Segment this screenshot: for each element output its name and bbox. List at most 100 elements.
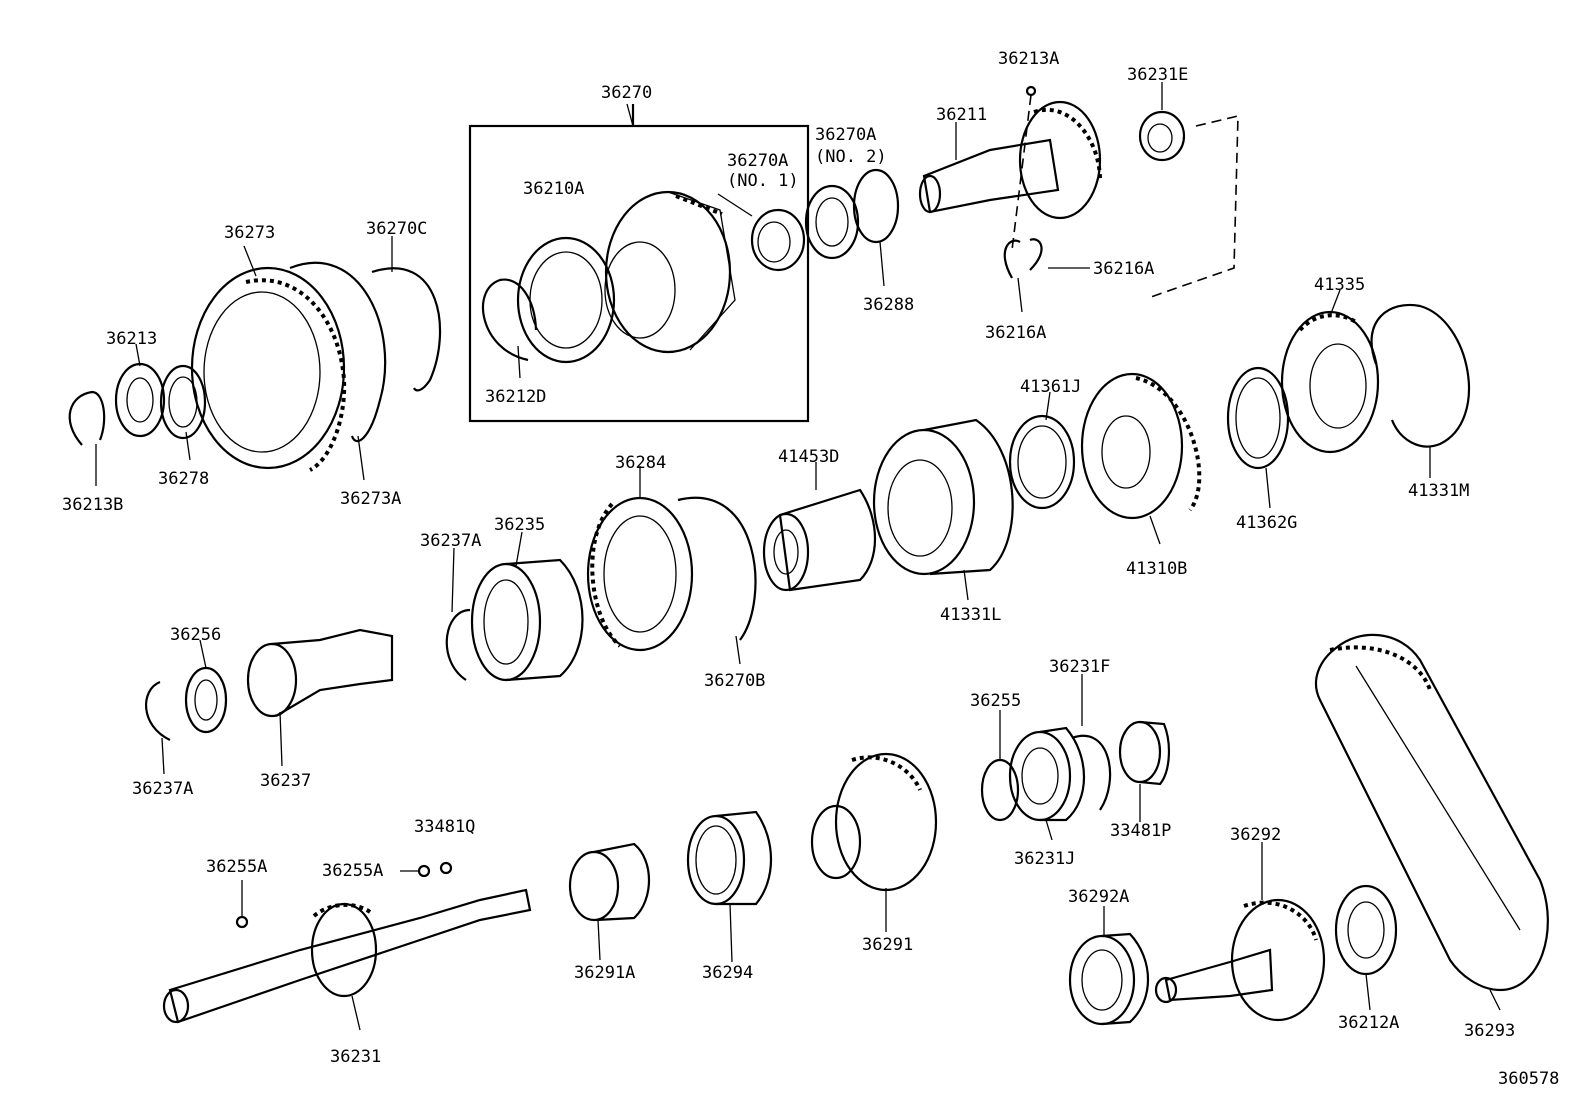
label-41310B: 41310B (1126, 559, 1187, 579)
label-36270C: 36270C (366, 219, 427, 239)
label-36291: 36291 (862, 935, 913, 955)
snap-ring-41331M (1370, 303, 1471, 448)
label-36237: 36237 (260, 771, 311, 791)
washer-36255 (980, 758, 1020, 822)
snap-ring-36270C (371, 267, 442, 392)
snap-ring-36237A-upper (445, 608, 471, 681)
label-36213: 36213 (106, 329, 157, 349)
label-36278: 36278 (158, 469, 209, 489)
planetary-assembly-group (468, 104, 810, 423)
sleeve-33481P (1118, 720, 1162, 784)
label-36235: 36235 (494, 515, 545, 535)
bearing-36270A-no2 (804, 184, 860, 260)
bearing-36212A (1334, 884, 1398, 976)
label-36288: 36288 (863, 295, 914, 315)
ball-36255A-a (235, 915, 249, 929)
needle-bearing-36270A-no1 (750, 208, 806, 272)
label-36213B: 36213B (62, 495, 123, 515)
part-labels: 36270 36213A 36231E 36211 36270A (NO. 2)… (62, 49, 1559, 1089)
washer-36278 (159, 364, 207, 440)
label-36231F: 36231F (1049, 657, 1110, 677)
sleeve-36237 (246, 642, 298, 718)
washer-36256 (184, 666, 228, 734)
gear-36291 (810, 804, 862, 880)
label-36213A: 36213A (998, 49, 1059, 69)
label-36210A: 36210A (523, 179, 584, 199)
lower-right-group (1068, 633, 1549, 1026)
label-36270A-no2-sub: (NO. 2) (815, 147, 887, 167)
washer-41362G (1226, 366, 1290, 470)
assembly-box (468, 124, 810, 423)
chain-36293 (1315, 633, 1549, 992)
label-36211: 36211 (936, 105, 987, 125)
shaft-36211 (922, 138, 1060, 214)
bearing-36231J (1008, 730, 1072, 822)
clip-36216A-a (1003, 239, 1021, 279)
label-36231E: 36231E (1127, 65, 1188, 85)
label-33481P: 33481P (1110, 821, 1171, 841)
snap-ring-36270B (677, 496, 757, 641)
washer-41361J (1008, 414, 1076, 510)
label-36292A: 36292A (1068, 887, 1129, 907)
label-36212A: 36212A (1338, 1013, 1399, 1033)
washer-36288 (852, 168, 900, 244)
drum-group (68, 261, 442, 472)
ring-36210A (516, 236, 616, 364)
label-36256: 36256 (170, 625, 221, 645)
hub-41453D (778, 488, 876, 592)
sprocket-shaft-36292 (1164, 948, 1274, 1002)
drum-41331L (872, 428, 976, 576)
label-36216A-right: 36216A (1093, 259, 1154, 279)
leader-lines (95, 82, 1501, 1031)
label-36270: 36270 (601, 83, 652, 103)
carrier-41310B (1080, 372, 1184, 520)
label-36293: 36293 (1464, 1021, 1515, 1041)
label-36294: 36294 (702, 963, 753, 983)
ball-36255A-b (417, 864, 431, 878)
ball-36213A (1025, 85, 1037, 97)
washer-36213 (114, 362, 166, 438)
middle-row-group (445, 303, 1471, 682)
label-36273: 36273 (224, 223, 275, 243)
label-36270A-no1: 36270A (727, 151, 788, 171)
snap-ring-36273A (289, 261, 387, 443)
lower-left-group (145, 628, 532, 1024)
label-36255A-middle: 36255A (322, 861, 383, 881)
drum-36273 (190, 266, 346, 470)
needle-bearing-36291A (568, 850, 620, 922)
bearing-36292A (1068, 934, 1136, 1026)
label-36237A-lower: 36237A (132, 779, 193, 799)
plate-41335 (1280, 310, 1380, 454)
label-41335: 41335 (1314, 275, 1365, 295)
label-36270B: 36270B (704, 671, 765, 691)
label-36231J: 36231J (1014, 849, 1075, 869)
label-36270A-no1-sub: (NO. 1) (727, 171, 799, 191)
hub-36235 (470, 562, 542, 682)
label-36237A-upper: 36237A (420, 531, 481, 551)
label-41361J: 41361J (1020, 377, 1081, 397)
output-shaft-group (804, 85, 1239, 299)
needle-bearing-36231E (1138, 110, 1186, 162)
label-36216A-bottom: 36216A (985, 323, 1046, 343)
label-41331L: 41331L (940, 605, 1001, 625)
clip-36216A-b (1029, 238, 1043, 271)
snap-ring-36212D (482, 278, 538, 362)
ball-33481Q (439, 861, 453, 875)
snap-ring-36213B (68, 390, 106, 446)
shaft-36231 (168, 888, 532, 1024)
snap-ring-36237A-lower (145, 680, 171, 741)
label-41453D: 41453D (778, 447, 839, 467)
label-36292: 36292 (1230, 825, 1281, 845)
snap-ring-36231F (1071, 734, 1112, 811)
label-36255: 36255 (970, 691, 1021, 711)
label-36255A-left: 36255A (206, 857, 267, 877)
label-36212D: 36212D (485, 387, 546, 407)
label-33481Q: 33481Q (414, 817, 475, 837)
label-41362G: 41362G (1236, 513, 1297, 533)
planetary-carrier (604, 190, 732, 354)
label-41331M: 41331M (1408, 481, 1469, 501)
label-36284: 36284 (615, 453, 666, 473)
figure-id: 360578 (1498, 1069, 1559, 1089)
label-36291A: 36291A (574, 963, 635, 983)
